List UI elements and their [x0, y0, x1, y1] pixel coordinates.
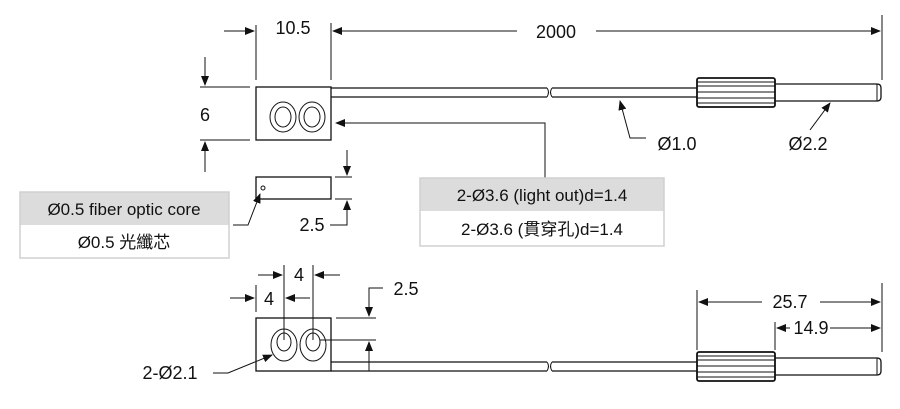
- top-view: 10.5 2000 6 Ø1.0 Ø2.2: [200, 15, 883, 178]
- knurled-sleeve: [696, 77, 776, 108]
- dim-side-thickness: 2.5: [299, 215, 324, 235]
- through-hole-callout: 2-Ø3.6 (light out)d=1.4 2-Ø3.6 (貫穿孔)d=1.…: [419, 177, 665, 247]
- lens-holes-bottom: [270, 328, 327, 362]
- fiber-core: [260, 185, 266, 191]
- dim-block-width: 10.5: [275, 18, 310, 38]
- sensor-block: [255, 86, 332, 141]
- fiber-core-label-en: Ø0.5 fiber optic core: [47, 200, 200, 219]
- side-view: 2.5: [233, 150, 352, 235]
- fiber-core-callout: Ø0.5 fiber optic core Ø0.5 光纖芯: [19, 191, 230, 259]
- dim-hole-diameter: 2-Ø2.1: [142, 363, 197, 383]
- dim-cable-length: 2000: [536, 22, 576, 42]
- bottom-view: 4 4 2.5 2-Ø2.1 25.7 14.9: [142, 265, 883, 383]
- dim-hole-offset: 4: [264, 289, 274, 309]
- dim-block-height: 6: [200, 105, 210, 125]
- dim-hole-vertical: 2.5: [393, 279, 418, 299]
- dim-tip-diameter: Ø2.2: [788, 134, 827, 154]
- dim-cable-diameter: Ø1.0: [657, 134, 696, 154]
- lens-holes: [269, 101, 326, 133]
- through-hole-label-zh: 2-Ø3.6 (貫穿孔)d=1.4: [461, 220, 623, 239]
- dim-hole-pitch: 4: [294, 265, 304, 285]
- fiber-cable: [331, 87, 697, 98]
- through-hole-label-en: 2-Ø3.6 (light out)d=1.4: [457, 186, 628, 205]
- fiber-core-label-zh: Ø0.5 光纖芯: [78, 233, 171, 252]
- tip-tube: [775, 83, 882, 102]
- dim-tip-total-length: 25.7: [772, 292, 807, 312]
- dim-tip-tube-length: 14.9: [793, 318, 828, 338]
